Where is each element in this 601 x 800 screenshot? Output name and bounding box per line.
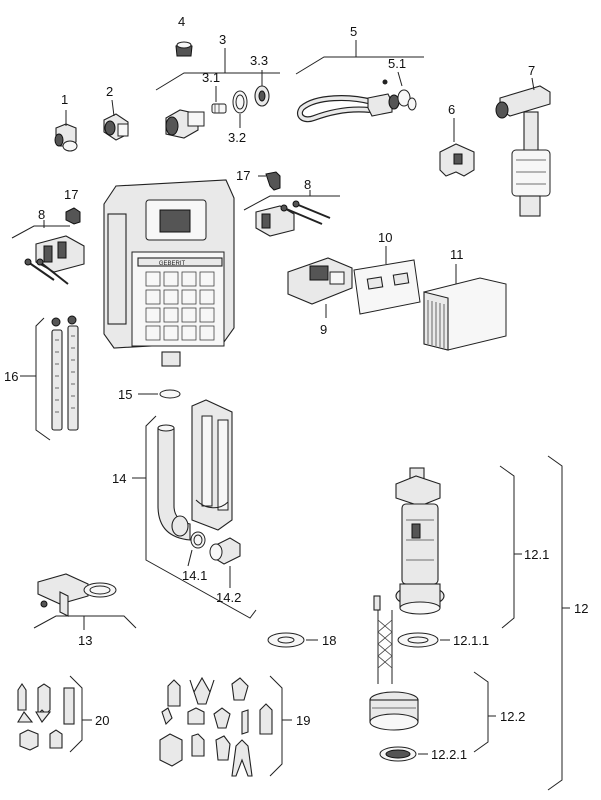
label-4: 4 [178, 14, 185, 29]
label-12-1-1: 12.1.1 [453, 633, 489, 648]
part-14-housing [191, 399, 233, 531]
label-16: 16 [4, 369, 18, 384]
part-1-angle-fitting [54, 110, 78, 152]
part-12-1-flush-valve [395, 467, 445, 615]
part-15-seal-ring [138, 389, 181, 399]
part-17-bracket-left [65, 207, 81, 225]
part-9-actuator-frame [287, 257, 353, 318]
bracket-14 [145, 415, 257, 619]
part-14-1-ring [187, 531, 206, 567]
label-10: 10 [378, 230, 392, 245]
label-19: 19 [296, 713, 310, 728]
cistern-body: GEBERIT [103, 179, 235, 367]
label-3-1: 3.1 [202, 70, 220, 85]
bracket-8-right [243, 195, 340, 211]
label-9: 9 [320, 322, 327, 337]
bracket-5 [295, 56, 424, 75]
label-12-2-1: 12.2.1 [431, 747, 467, 762]
part-3-2-ring [232, 90, 248, 128]
bracket-12 [547, 455, 563, 791]
label-12: 12 [574, 601, 588, 616]
bracket-8-left [11, 225, 70, 239]
label-20: 20 [95, 713, 109, 728]
label-15: 15 [118, 387, 132, 402]
part-7-fill-valve [495, 77, 551, 217]
label-17-right: 17 [236, 168, 250, 183]
label-5: 5 [350, 24, 357, 39]
label-14: 14 [112, 471, 126, 486]
label-1: 1 [61, 92, 68, 107]
label-17-left: 17 [64, 187, 78, 202]
part-13-support-bracket [37, 573, 117, 617]
label-14-1: 14.1 [182, 568, 207, 583]
part-16-rails [51, 315, 79, 431]
part-6-clip [439, 118, 475, 177]
label-12-1: 12.1 [524, 547, 549, 562]
label-2: 2 [106, 84, 113, 99]
label-18: 18 [322, 633, 336, 648]
part-14-flush-bend [157, 424, 191, 541]
bracket-19 [269, 675, 283, 777]
part-19-small-parts [159, 676, 273, 777]
part-12-2-1-seal [379, 746, 428, 762]
label-13: 13 [78, 633, 92, 648]
label-6: 6 [448, 102, 455, 117]
bracket-3 [155, 72, 280, 91]
cistern-grid [145, 271, 215, 341]
part-10-mounting-plate [353, 246, 421, 315]
bracket-12-2 [473, 671, 489, 753]
label-3-3: 3.3 [250, 53, 268, 68]
label-12-2: 12.2 [500, 709, 525, 724]
part-8-mounting-left [24, 235, 85, 285]
part-5-1-washer [382, 71, 417, 111]
part-20-small-parts [17, 683, 75, 751]
label-8-left: 8 [38, 207, 45, 222]
bracket-16 [35, 317, 51, 441]
part-8-mounting-right [255, 200, 331, 237]
part-3-valve-body [165, 109, 205, 139]
part-3-3-nut [254, 70, 270, 107]
part-4-cap [175, 41, 193, 57]
label-3: 3 [219, 32, 226, 47]
part-17-bracket-right [258, 171, 281, 191]
part-2-valve [103, 99, 129, 141]
cistern-logo: GEBERIT [159, 261, 186, 267]
part-18-washer [267, 632, 318, 648]
label-11: 11 [450, 247, 464, 262]
part-5-flexible-hose [296, 89, 411, 123]
part-11-flush-plate [423, 264, 507, 351]
label-14-2: 14.2 [216, 590, 241, 605]
label-8-right: 8 [304, 177, 311, 192]
label-7: 7 [528, 63, 535, 78]
bracket-12-1 [499, 465, 515, 629]
label-5-1: 5.1 [388, 56, 406, 71]
bracket-20 [69, 675, 83, 753]
part-3-1-spindle [211, 86, 227, 114]
bracket-13 [33, 615, 137, 629]
part-12-2-drain-valve [369, 595, 419, 731]
part-12-1-1-gasket [397, 632, 450, 648]
label-3-2: 3.2 [228, 130, 246, 145]
part-14-2-cap [209, 537, 241, 588]
